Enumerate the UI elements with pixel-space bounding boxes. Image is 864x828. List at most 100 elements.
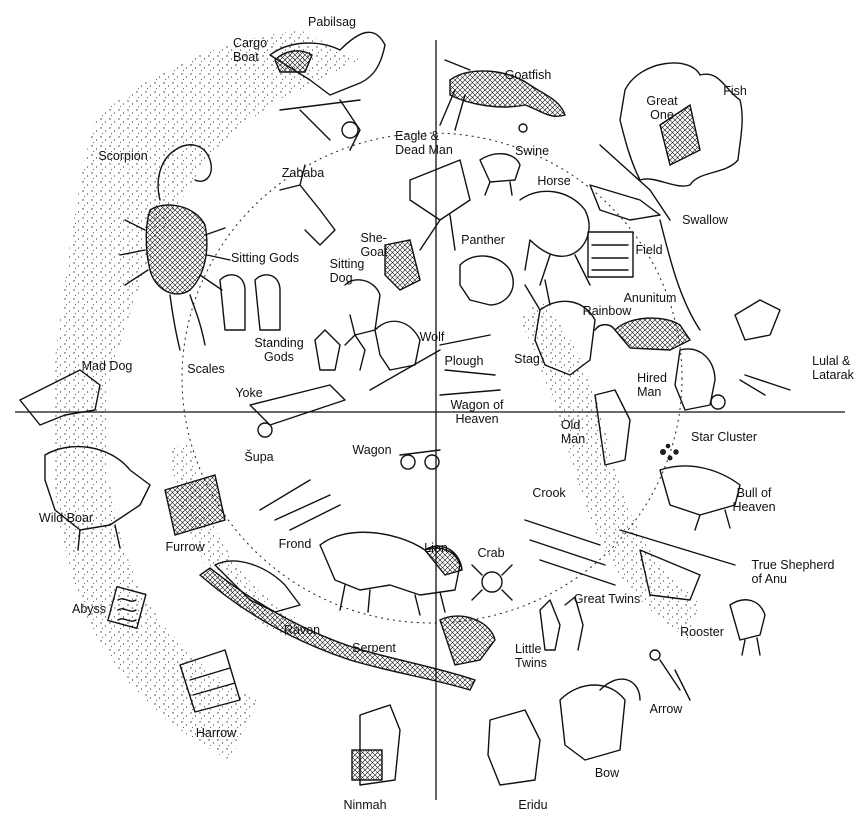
- label-stag: Stag: [514, 352, 540, 366]
- anunitum-figure: [594, 317, 692, 351]
- label-great-twins: Great Twins: [573, 592, 641, 606]
- label-horse: Horse: [537, 174, 571, 188]
- label-eagle-dead-man: Eagle & Dead Man: [395, 129, 453, 157]
- label-bow: Bow: [594, 766, 620, 780]
- label-sitting-dog: Sitting Dog: [329, 257, 365, 285]
- label-bull-of-heaven: Bull of Heaven: [732, 486, 776, 514]
- label-goatfish: Goatfish: [504, 68, 552, 82]
- crab-figure: [471, 564, 513, 601]
- label-wagon: Wagon: [352, 443, 392, 457]
- standing-gods-figure: [314, 329, 366, 371]
- lulal-figure: [710, 299, 791, 410]
- label-standing-gods: Standing Gods: [254, 336, 304, 364]
- label-panther: Panther: [461, 233, 505, 247]
- bull-of-heaven-figure: [659, 465, 741, 531]
- ninmah-figure: [351, 704, 401, 786]
- mad-dog-figure: [19, 369, 101, 426]
- horse-figure: [519, 190, 591, 286]
- label-sitting-gods: Sitting Gods: [230, 251, 300, 265]
- wagon-of-heaven-figure: [439, 389, 501, 396]
- scorpion-figure: [119, 144, 231, 351]
- label-great-one: Great One: [646, 94, 678, 122]
- label-cargo-boat: Cargo Boat: [232, 36, 268, 64]
- label-little-twins: Little Twins: [515, 642, 547, 670]
- frond-figure: [259, 479, 341, 531]
- eridu-figure: [487, 709, 541, 786]
- bow-figure: [559, 678, 641, 761]
- field-figure: [587, 231, 634, 278]
- label-fish: Fish: [723, 84, 747, 98]
- label-supa: Šupa: [244, 450, 274, 464]
- wolf-figure: [374, 320, 421, 371]
- star-cluster-figure: [660, 443, 679, 461]
- panther-figure: [459, 255, 514, 306]
- label-yoke: Yoke: [235, 386, 263, 400]
- label-serpent: Serpent: [352, 641, 396, 655]
- milky-way-band: [51, 30, 360, 760]
- label-she-goat: She- Goat: [360, 231, 388, 259]
- plough-figure: [369, 334, 496, 391]
- label-mad-dog: Mad Dog: [81, 359, 133, 373]
- label-pabilsag: Pabilsag: [308, 15, 356, 29]
- eagle-figure: [409, 159, 471, 251]
- wild-boar-figure: [44, 445, 151, 551]
- pabilsag-figure: [269, 31, 386, 151]
- label-wagon-of-heaven: Wagon of Heaven: [450, 398, 504, 426]
- label-furrow: Furrow: [165, 540, 205, 554]
- raven-figure: [214, 560, 301, 613]
- milky-way-band-east: [520, 300, 700, 640]
- harrow-figure: [179, 649, 241, 713]
- label-anunitum: Anunitum: [623, 291, 677, 305]
- great-twins-figure: [524, 519, 616, 586]
- hired-man-figure: [674, 348, 716, 411]
- stag-figure: [524, 279, 596, 376]
- label-lion: Lion: [424, 541, 448, 555]
- old-man-figure: [594, 389, 631, 466]
- yoke-figure: [249, 384, 346, 438]
- zababa-figure: [279, 164, 336, 246]
- label-crab: Crab: [477, 546, 505, 560]
- sitting-dog-figure: [344, 279, 381, 336]
- label-scales: Scales: [187, 362, 225, 376]
- label-swallow: Swallow: [682, 213, 728, 227]
- sitting-gods-figure: [219, 274, 281, 331]
- label-hired-man: Hired Man: [637, 371, 667, 399]
- little-twins-figure: [539, 596, 584, 651]
- label-old-man: Old Man: [560, 418, 586, 446]
- swallow-figure: [589, 184, 701, 331]
- goatfish-figure: [439, 59, 566, 133]
- ecliptic-circle: [181, 132, 683, 624]
- label-lulal-latarak: Lulal & Latarak: [812, 354, 854, 382]
- label-wolf: Wolf: [419, 330, 445, 344]
- label-ninmah: Ninmah: [343, 798, 387, 812]
- label-abyss: Abyss: [71, 602, 107, 616]
- rooster-figure: [729, 599, 766, 656]
- label-swine: Swine: [514, 144, 550, 158]
- label-rainbow: Rainbow: [582, 304, 632, 318]
- arrow-figure: [649, 649, 691, 701]
- label-true-shepherd: True Shepherd of Anu: [751, 558, 835, 586]
- label-zababa: Zababa: [281, 166, 325, 180]
- she-goat-figure: [384, 239, 421, 291]
- wagon-figure: [399, 449, 441, 470]
- label-star-cluster: Star Cluster: [691, 430, 757, 444]
- label-crook: Crook: [532, 486, 566, 500]
- label-harrow: Harrow: [195, 726, 237, 740]
- label-eridu: Eridu: [518, 798, 548, 812]
- label-scorpion: Scorpion: [98, 149, 148, 163]
- label-raven: Raven: [283, 623, 321, 637]
- true-shepherd-figure: [619, 529, 736, 601]
- label-wild-boar: Wild Boar: [38, 511, 94, 525]
- lion-figure: [319, 531, 463, 616]
- label-frond: Frond: [278, 537, 312, 551]
- great-one-figure: [599, 62, 743, 221]
- abyss-figure: [107, 585, 147, 629]
- furrow-figure: [164, 474, 226, 536]
- label-rooster: Rooster: [680, 625, 724, 639]
- serpent-figure: [198, 567, 496, 691]
- label-field: Field: [635, 243, 663, 257]
- label-plough: Plough: [444, 354, 484, 368]
- label-arrow: Arrow: [649, 702, 683, 716]
